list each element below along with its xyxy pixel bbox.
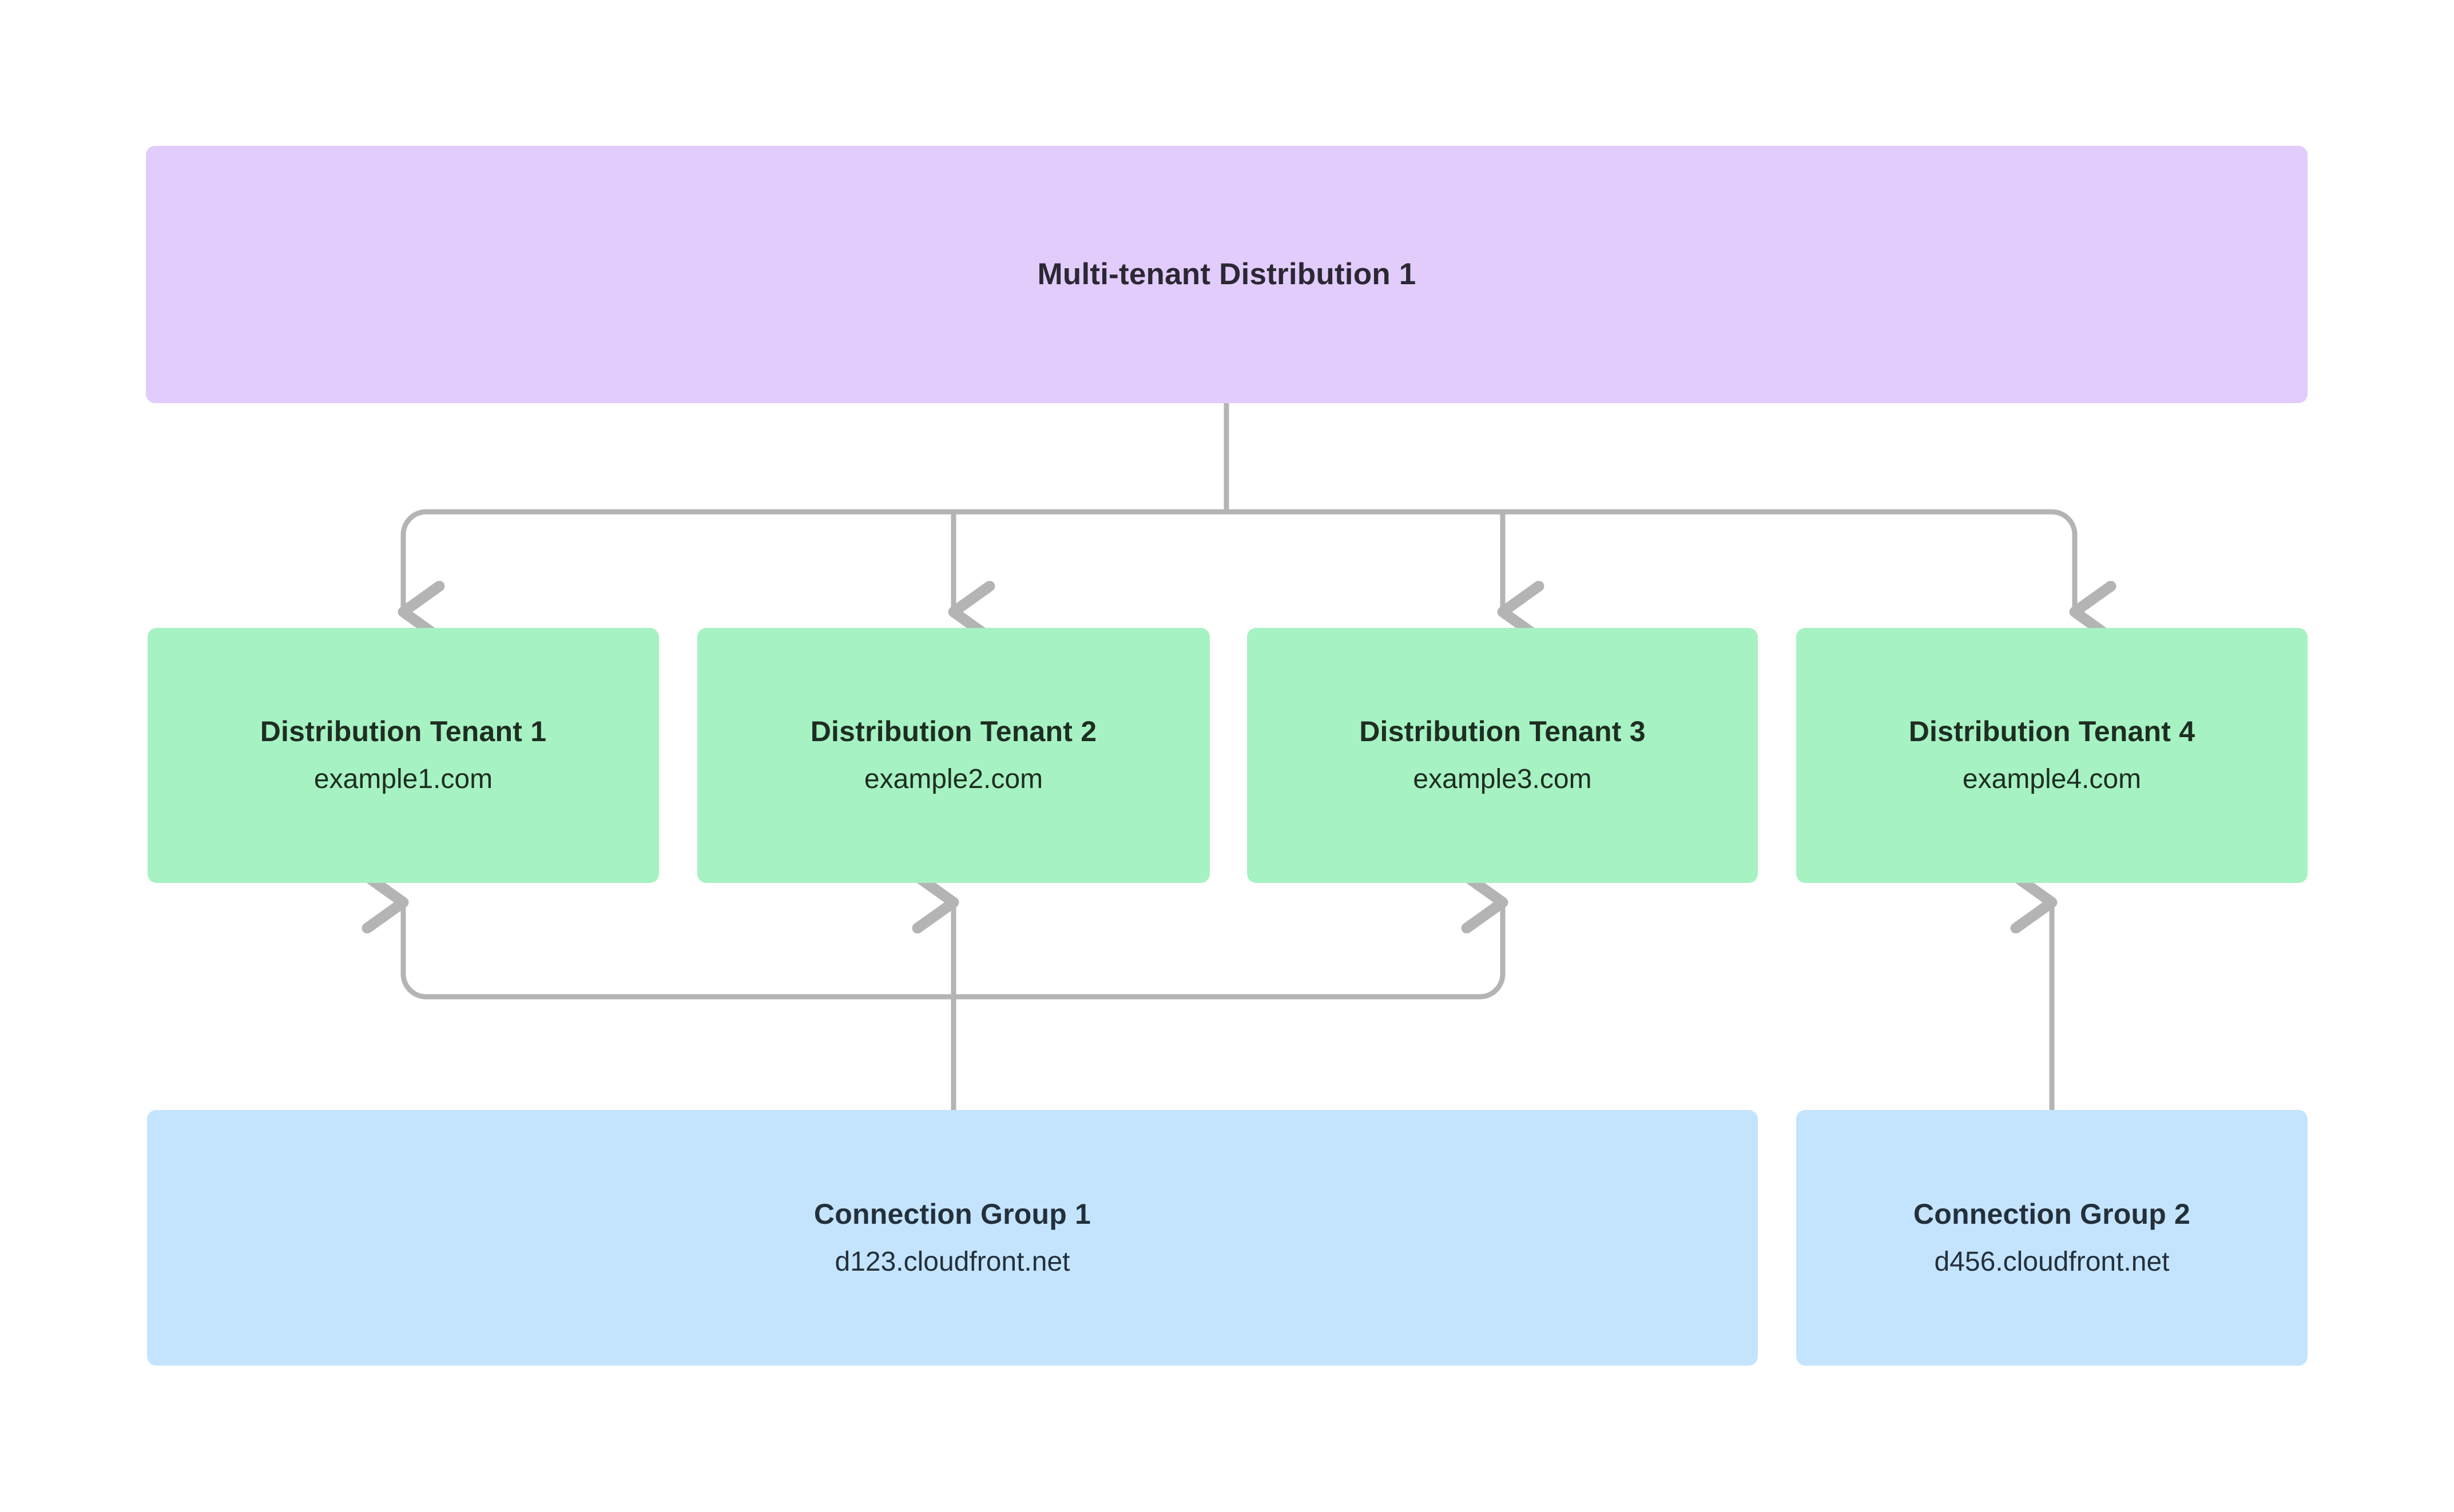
node-multi-tenant-distribution[interactable]: Multi-tenant Distribution 1 xyxy=(146,146,2308,403)
node-title-distribution-tenant-4: Distribution Tenant 4 xyxy=(1908,715,2195,748)
node-distribution-tenant-2[interactable]: Distribution Tenant 2 example2.com xyxy=(697,628,1210,883)
node-title-multi-tenant-distribution: Multi-tenant Distribution 1 xyxy=(1037,257,1416,291)
node-title-distribution-tenant-3: Distribution Tenant 3 xyxy=(1359,715,1646,748)
node-distribution-tenant-1[interactable]: Distribution Tenant 1 example1.com xyxy=(148,628,659,883)
node-connection-group-2[interactable]: Connection Group 2 d456.cloudfront.net xyxy=(1796,1110,2308,1366)
node-distribution-tenant-4[interactable]: Distribution Tenant 4 example4.com xyxy=(1796,628,2308,883)
node-title-connection-group-2: Connection Group 2 xyxy=(1913,1197,2191,1230)
node-title-distribution-tenant-2: Distribution Tenant 2 xyxy=(810,715,1097,748)
node-domain-distribution-tenant-1: example1.com xyxy=(313,764,493,795)
node-domain-connection-group-1: d123.cloudfront.net xyxy=(835,1246,1070,1277)
edge-group-1-to-tenant-1 xyxy=(403,902,429,1000)
node-title-connection-group-1: Connection Group 1 xyxy=(813,1197,1091,1230)
node-domain-distribution-tenant-4: example4.com xyxy=(1962,764,2142,795)
edge-group-1-to-tenant-3 xyxy=(1480,902,1503,1000)
node-connection-group-1[interactable]: Connection Group 1 d123.cloudfront.net xyxy=(147,1110,1758,1366)
node-domain-connection-group-2: d456.cloudfront.net xyxy=(1934,1246,2170,1277)
node-domain-distribution-tenant-3: example3.com xyxy=(1413,764,1592,795)
edge-root-to-tenant-4 xyxy=(2049,509,2075,612)
edge-root-to-tenant-1 xyxy=(403,509,426,612)
node-title-distribution-tenant-1: Distribution Tenant 1 xyxy=(260,715,547,748)
node-domain-distribution-tenant-2: example2.com xyxy=(864,764,1043,795)
node-distribution-tenant-3[interactable]: Distribution Tenant 3 example3.com xyxy=(1247,628,1758,883)
